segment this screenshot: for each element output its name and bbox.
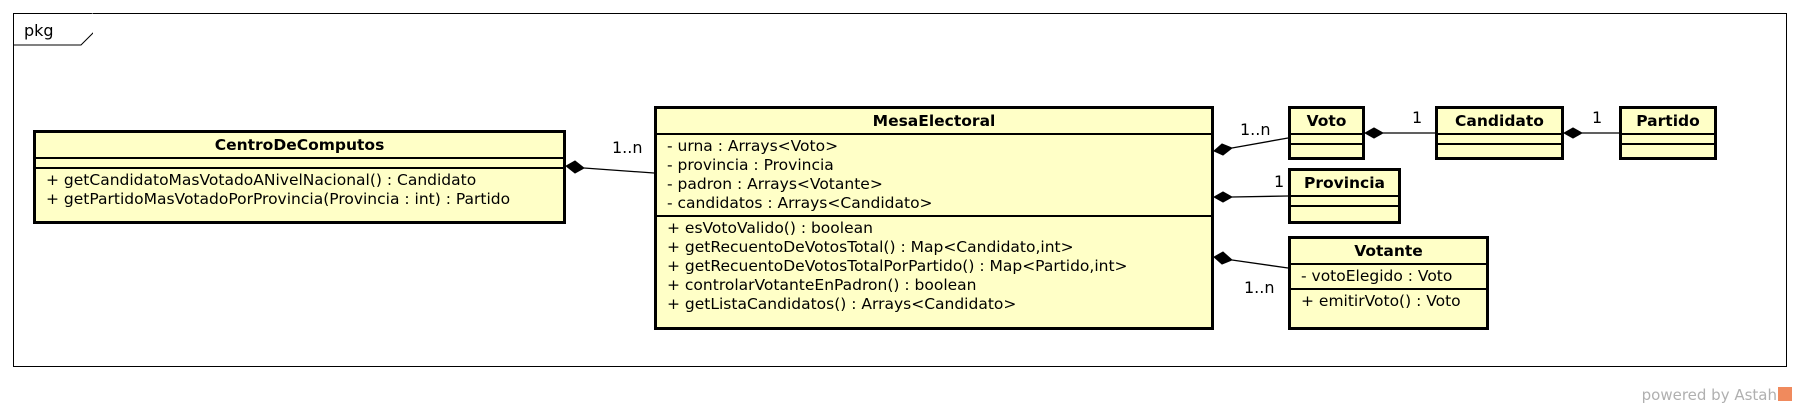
class-name: Candidato: [1455, 112, 1544, 130]
multiplicity-voto-candidato: 1: [1412, 108, 1423, 127]
composition-diamond-mesa-provincia: [1212, 191, 1234, 203]
attribute: - votoElegido : Voto: [1301, 267, 1453, 285]
multiplicity-candidato-partido: 1: [1592, 108, 1603, 127]
multiplicity-mesa-provincia: 1: [1274, 172, 1285, 191]
attributes-compartment: [1622, 133, 1714, 143]
attribute: - padron : Arrays<Votante>: [667, 175, 883, 193]
assoc-mesa-votante: [1231, 259, 1289, 269]
composition-diamond-candidato: [1562, 127, 1584, 139]
assoc-mesa-voto: [1231, 137, 1289, 149]
operations-compartment: + esVotoValido() : boolean + getRecuento…: [657, 215, 1211, 316]
astah-watermark: powered by Astah: [1642, 386, 1792, 404]
attributes-compartment: - urna : Arrays<Voto> - provincia : Prov…: [657, 133, 1211, 215]
attribute: - provincia : Provincia: [667, 156, 834, 174]
attributes-compartment: [1291, 195, 1398, 205]
package-frame: [13, 13, 1787, 367]
class-partido[interactable]: Partido: [1619, 106, 1717, 160]
assoc-centro-mesa: [583, 167, 655, 174]
watermark-text: powered by Astah: [1641, 386, 1777, 404]
multiplicity-mesa-voto: 1..n: [1240, 120, 1271, 139]
operation: + getCandidatoMasVotadoANivelNacional() …: [46, 171, 477, 189]
attributes-compartment: [1291, 133, 1362, 143]
operation: + getRecuentoDeVotosTotalPorPartido() : …: [667, 257, 1128, 275]
operations-compartment: [1438, 143, 1561, 153]
class-mesa-electoral[interactable]: MesaElectoral - urna : Arrays<Voto> - pr…: [654, 106, 1214, 330]
package-label: pkg: [24, 21, 54, 40]
multiplicity-centro-mesa: 1..n: [612, 138, 643, 157]
class-centro-de-computos[interactable]: CentroDeComputos + getCandidatoMasVotado…: [33, 130, 566, 224]
operations-compartment: [1622, 143, 1714, 153]
class-voto[interactable]: Voto: [1288, 106, 1365, 160]
class-name: Votante: [1354, 242, 1423, 260]
class-votante[interactable]: Votante - votoElegido : Voto + emitirVot…: [1288, 236, 1489, 330]
class-name: CentroDeComputos: [214, 136, 385, 154]
class-name: Partido: [1636, 112, 1700, 130]
multiplicity-mesa-votante: 1..n: [1244, 278, 1275, 297]
class-name: MesaElectoral: [872, 112, 996, 130]
composition-diamond-mesa-votante: [1213, 251, 1233, 265]
composition-diamond-voto: [1363, 127, 1385, 139]
package-tab: pkg: [13, 13, 93, 46]
class-name: Provincia: [1303, 174, 1386, 192]
operation: + getPartidoMasVotadoPorProvincia(Provin…: [46, 190, 511, 208]
attributes-compartment: [36, 157, 563, 167]
attributes-compartment: [1438, 133, 1561, 143]
operation: + getListaCandidatos() : Arrays<Candidat…: [667, 295, 1017, 313]
operation: + esVotoValido() : boolean: [667, 219, 873, 237]
operation: + emitirVoto() : Voto: [1301, 292, 1461, 310]
class-provincia[interactable]: Provincia: [1288, 168, 1401, 224]
attribute: - candidatos : Arrays<Candidato>: [667, 194, 933, 212]
composition-diamond-mesa-voto: [1213, 143, 1233, 156]
class-name: Voto: [1306, 112, 1347, 130]
composition-diamond-centro: [565, 160, 585, 174]
attributes-compartment: - votoElegido : Voto: [1291, 263, 1486, 288]
operation: + controlarVotanteEnPadron() : boolean: [667, 276, 977, 294]
operations-compartment: [1291, 143, 1362, 153]
operations-compartment: [1291, 205, 1398, 215]
operation: + getRecuentoDeVotosTotal() : Map<Candid…: [667, 238, 1074, 256]
assoc-mesa-provincia: [1231, 195, 1289, 198]
attribute: - urna : Arrays<Voto>: [667, 137, 839, 155]
operations-compartment: + emitirVoto() : Voto: [1291, 288, 1486, 313]
operations-compartment: + getCandidatoMasVotadoANivelNacional() …: [36, 167, 563, 211]
astah-logo-icon: [1778, 387, 1792, 401]
class-candidato[interactable]: Candidato: [1435, 106, 1564, 160]
